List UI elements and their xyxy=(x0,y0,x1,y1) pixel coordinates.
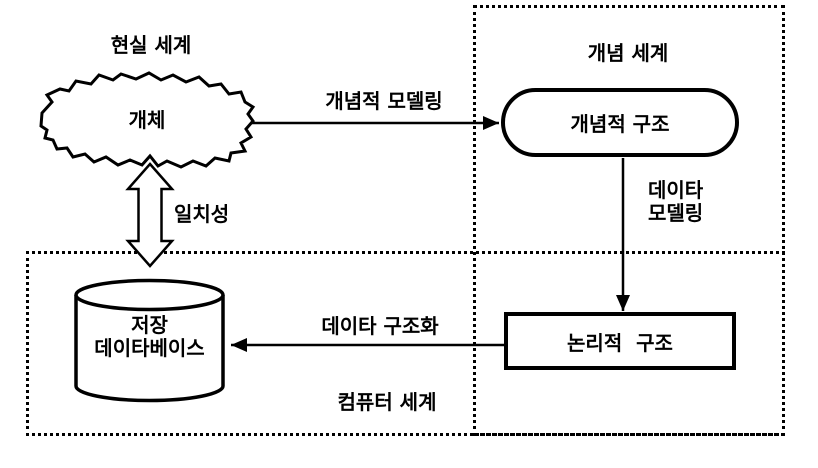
cloud-shape xyxy=(39,71,256,169)
consistency-label: 일치성 xyxy=(174,202,230,226)
computer-world-region-border xyxy=(26,251,785,436)
data-structuring-label: 데이타 구조화 xyxy=(321,314,439,338)
conceptual-modeling-label: 개념적 모델링 xyxy=(325,89,443,113)
logical-structure-label: 논리적 구조 xyxy=(567,330,673,355)
computer-world-label: 컴퓨터 세계 xyxy=(337,390,437,414)
logical-structure-node: 논리적 구조 xyxy=(504,312,736,370)
conceptual-structure-label: 개념적 구조 xyxy=(570,112,670,136)
stored-database-label: 저장 데이타베이스 xyxy=(94,313,205,360)
data-modeling-label: 데이타 모델링 xyxy=(648,178,704,225)
database-cylinder xyxy=(74,278,225,403)
real-world-label: 현실 세계 xyxy=(110,33,192,57)
consistency-double-arrow xyxy=(125,162,175,268)
entity-label: 개체 xyxy=(128,108,166,132)
conceptual-structure-node: 개념적 구조 xyxy=(501,88,739,157)
concept-world-label: 개념 세계 xyxy=(587,41,669,65)
